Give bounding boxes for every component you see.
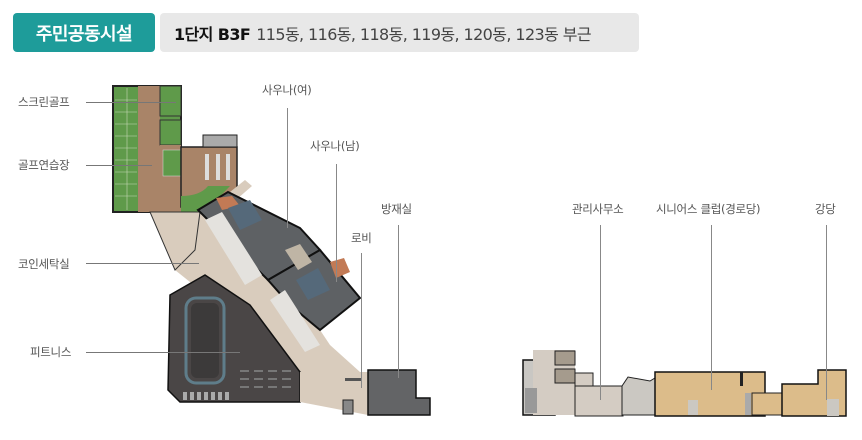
label-golf-practice: 골프연습장	[18, 158, 70, 172]
disaster-room-area	[367, 369, 431, 416]
buildings-label: 115동, 116동, 118동, 119동, 120동, 123동 부근	[256, 24, 591, 44]
leader-disaster-room	[398, 225, 399, 378]
golf-area	[112, 85, 238, 213]
location-subtitle: 1단지 B3F 115동, 116동, 118동, 119동, 120동, 12…	[160, 13, 639, 52]
label-management-office: 관리사무소	[572, 202, 624, 216]
leader-auditorium	[826, 225, 827, 400]
label-lobby: 로비	[351, 231, 372, 245]
leader-fitness	[86, 352, 240, 353]
leader-management-office	[600, 225, 601, 400]
senior-club-area	[654, 371, 783, 417]
label-sauna-male: 사우나(남)	[310, 139, 360, 153]
leader-golf-practice	[86, 165, 152, 166]
label-fitness: 피트니스	[30, 345, 72, 359]
leader-sauna-male	[336, 164, 337, 282]
label-screen-golf: 스크린골프	[18, 95, 70, 109]
complex-floor-label: 1단지 B3F	[174, 24, 251, 44]
leader-coin-laundry	[86, 263, 199, 264]
leader-sauna-female	[287, 108, 288, 228]
fitness-area	[167, 274, 301, 403]
label-coin-laundry: 코인세탁실	[18, 257, 70, 271]
leader-senior-club	[711, 225, 712, 390]
leader-lobby	[361, 253, 362, 388]
section-badge: 주민공동시설	[13, 13, 155, 52]
lobby-area	[300, 372, 368, 415]
label-sauna-female: 사우나(여)	[262, 83, 312, 97]
label-disaster-room: 방재실	[381, 202, 412, 216]
sauna-area	[196, 190, 362, 352]
label-senior-club: 시니어스 클럽(경로당)	[656, 202, 761, 216]
leader-screen-golf	[86, 102, 176, 103]
auditorium-area	[781, 369, 847, 417]
label-auditorium: 강당	[815, 202, 836, 216]
corridor-right	[621, 376, 656, 416]
management-office-area	[522, 350, 624, 417]
